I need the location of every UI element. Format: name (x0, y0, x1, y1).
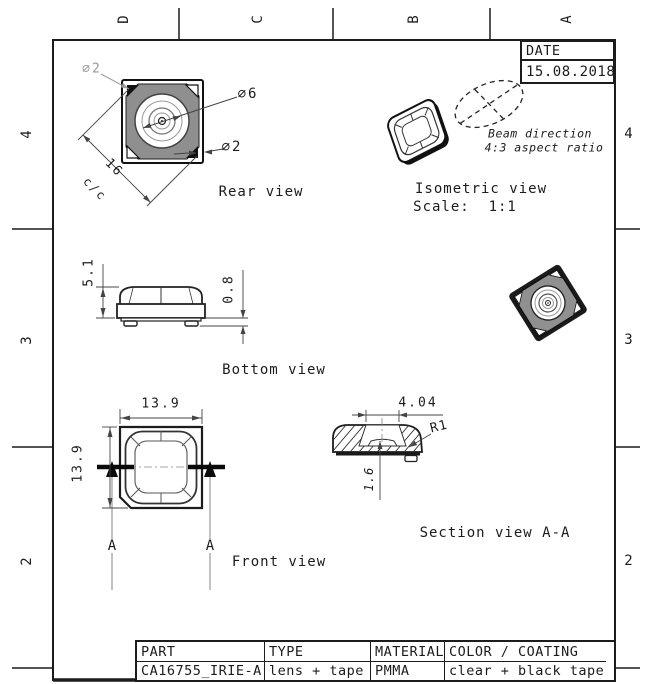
rear-view-drawing (77, 73, 238, 207)
section-dim-recess: 4.04 (398, 395, 438, 411)
section-marker-right: A (203, 538, 217, 554)
grid-letter-a: A (559, 14, 575, 24)
bottom-view-drawing (96, 264, 248, 344)
rear-dim-corner-bottom: ⌀2 (221, 139, 243, 155)
grid-number-4-left: 4 (19, 129, 35, 139)
rear-isometric-drawing (509, 264, 587, 342)
date-value: 15.08.2018 (520, 59, 615, 84)
title-block-value-type: lens + tape (265, 662, 371, 680)
rear-view-title: Rear view (218, 184, 304, 200)
front-dim-width: 13.9 (141, 396, 181, 412)
grid-number-2-right: 2 (624, 553, 634, 569)
section-view-drawing (332, 410, 443, 500)
section-dim-depth: 1.6 (362, 466, 376, 492)
section-dim-radius: R1 (428, 417, 450, 437)
date-label: DATE (520, 40, 615, 59)
section-marker-left: A (105, 538, 119, 554)
bottom-view-title: Bottom view (222, 362, 326, 378)
isometric-view-scale: Scale: 1:1 (413, 199, 517, 215)
grid-letter-c: C (250, 14, 266, 24)
grid-number-2-left: 2 (19, 556, 35, 566)
grid-number-3-left: 3 (19, 335, 35, 345)
date-box: DATE 15.08.2018 (520, 40, 615, 84)
isometric-view-title: Isometric view (414, 181, 548, 197)
front-view-title: Front view (231, 554, 327, 570)
isometric-view-drawing (387, 79, 524, 165)
rear-dim-lens: ⌀6 (237, 86, 259, 102)
bottom-dim-foot: 0.8 (221, 274, 237, 304)
title-block-header-type: TYPE (265, 642, 371, 662)
section-view-title: Section view A-A (419, 525, 571, 541)
beam-direction-ellipse (454, 79, 524, 129)
grid-letter-b: B (406, 14, 422, 24)
title-block: PART TYPE MATERIAL COLOR / COATING CA167… (135, 640, 616, 682)
grid-letter-d: D (116, 14, 132, 24)
grid-number-3-right: 3 (624, 332, 634, 348)
front-dim-height: 13.9 (70, 443, 86, 483)
title-block-value-part: CA16755_IRIE-A (137, 662, 265, 680)
title-block-value-material: PMMA (371, 662, 445, 680)
title-block-header-material: MATERIAL (371, 642, 445, 662)
grid-number-4-right: 4 (624, 126, 634, 142)
beam-note-line2: 4:3 aspect ratio (484, 140, 604, 155)
bottom-dim-height: 5.1 (81, 257, 97, 287)
sheet-frame (12, 8, 640, 682)
title-block-value-color: clear + black tape (449, 663, 605, 679)
rear-dim-corner-top: ⌀2 (82, 61, 102, 77)
title-block-header-color: COLOR / COATING (445, 642, 606, 662)
front-view-drawing (97, 409, 225, 590)
title-block-header-part: PART (137, 642, 265, 662)
beam-note-line1: Beam direction (488, 126, 592, 141)
